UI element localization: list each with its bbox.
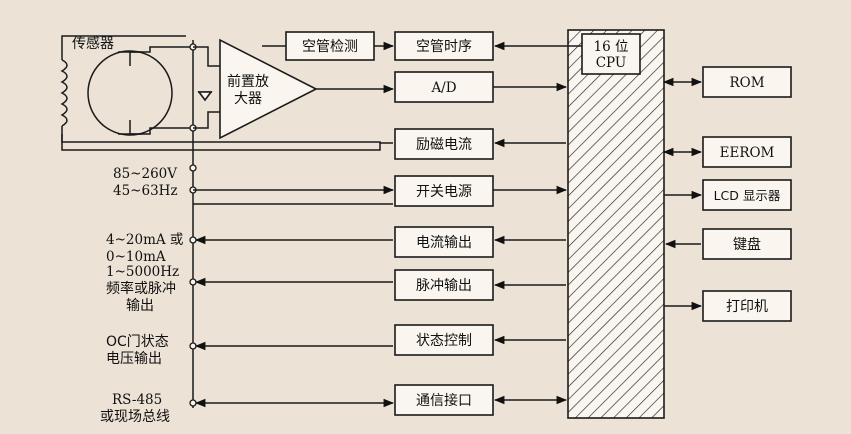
cpu-label-line2: CPU — [596, 55, 627, 71]
eerom-label: EEROM — [720, 145, 775, 161]
current-output-spec-line2: 0~10mA — [106, 249, 166, 265]
comm-spec-line1: RS-485 — [112, 392, 162, 408]
current-output-spec-line1: 4~20mA 或 — [106, 232, 183, 248]
switch-power-label: 开关电源 — [416, 184, 472, 200]
preamp-triangle — [219, 38, 318, 140]
status-control-label: 状态控制 — [416, 333, 472, 349]
excitation-label: 励磁电流 — [416, 137, 472, 153]
pulse-output-label: 脉冲输出 — [416, 278, 472, 294]
pulse-output-box — [394, 269, 494, 301]
cpu-label-line1: 16 位 — [594, 39, 629, 55]
printer-box — [702, 290, 792, 322]
comm-interface-box — [394, 384, 494, 416]
ground-symbol — [197, 91, 213, 102]
comm-interface-label: 通信接口 — [416, 392, 472, 409]
oc-output-spec-line2: 电压输出 — [106, 351, 162, 367]
cpu-bus-column — [567, 29, 665, 419]
power-input-spec-line2: 45~63Hz — [113, 183, 178, 199]
sensor-symbol — [60, 50, 173, 136]
empty-pipe-timing-label: 空管时序 — [416, 39, 472, 55]
lcd-box — [702, 179, 792, 211]
lcd-label: LCD 显示器 — [714, 188, 781, 203]
power-input-spec-line1: 85~260V — [113, 166, 177, 182]
preamp-label-line1: 前置放 — [227, 73, 269, 90]
printer-label: 打印机 — [726, 298, 768, 315]
adc-box — [394, 71, 494, 103]
eerom-box — [702, 136, 792, 168]
comm-spec-line2: 或现场总线 — [100, 409, 170, 425]
freq-output-spec-line2: 频率或脉冲 — [106, 280, 176, 297]
keyboard-label: 键盘 — [733, 236, 761, 253]
status-control-box — [394, 324, 494, 356]
adc-label: A/D — [430, 80, 456, 96]
freq-output-spec-line3: 输出 — [126, 298, 154, 314]
preamp-label-line2: 大器 — [234, 91, 262, 107]
switch-power-box — [394, 175, 494, 207]
current-output-label: 电流输出 — [416, 235, 472, 251]
rom-label: ROM — [729, 75, 764, 91]
freq-output-spec-line1: 1~5000Hz — [106, 264, 179, 280]
cpu-box — [581, 33, 641, 75]
current-output-box — [394, 226, 494, 258]
keyboard-box — [702, 228, 792, 260]
empty-pipe-detect-label: 空管检测 — [302, 39, 358, 55]
rom-box — [702, 66, 792, 98]
empty-pipe-timing-box — [394, 31, 494, 61]
sensor-label: 传感器 — [72, 35, 114, 52]
oc-output-spec-line1: OC门状态 — [106, 334, 169, 350]
excitation-box — [394, 128, 494, 160]
